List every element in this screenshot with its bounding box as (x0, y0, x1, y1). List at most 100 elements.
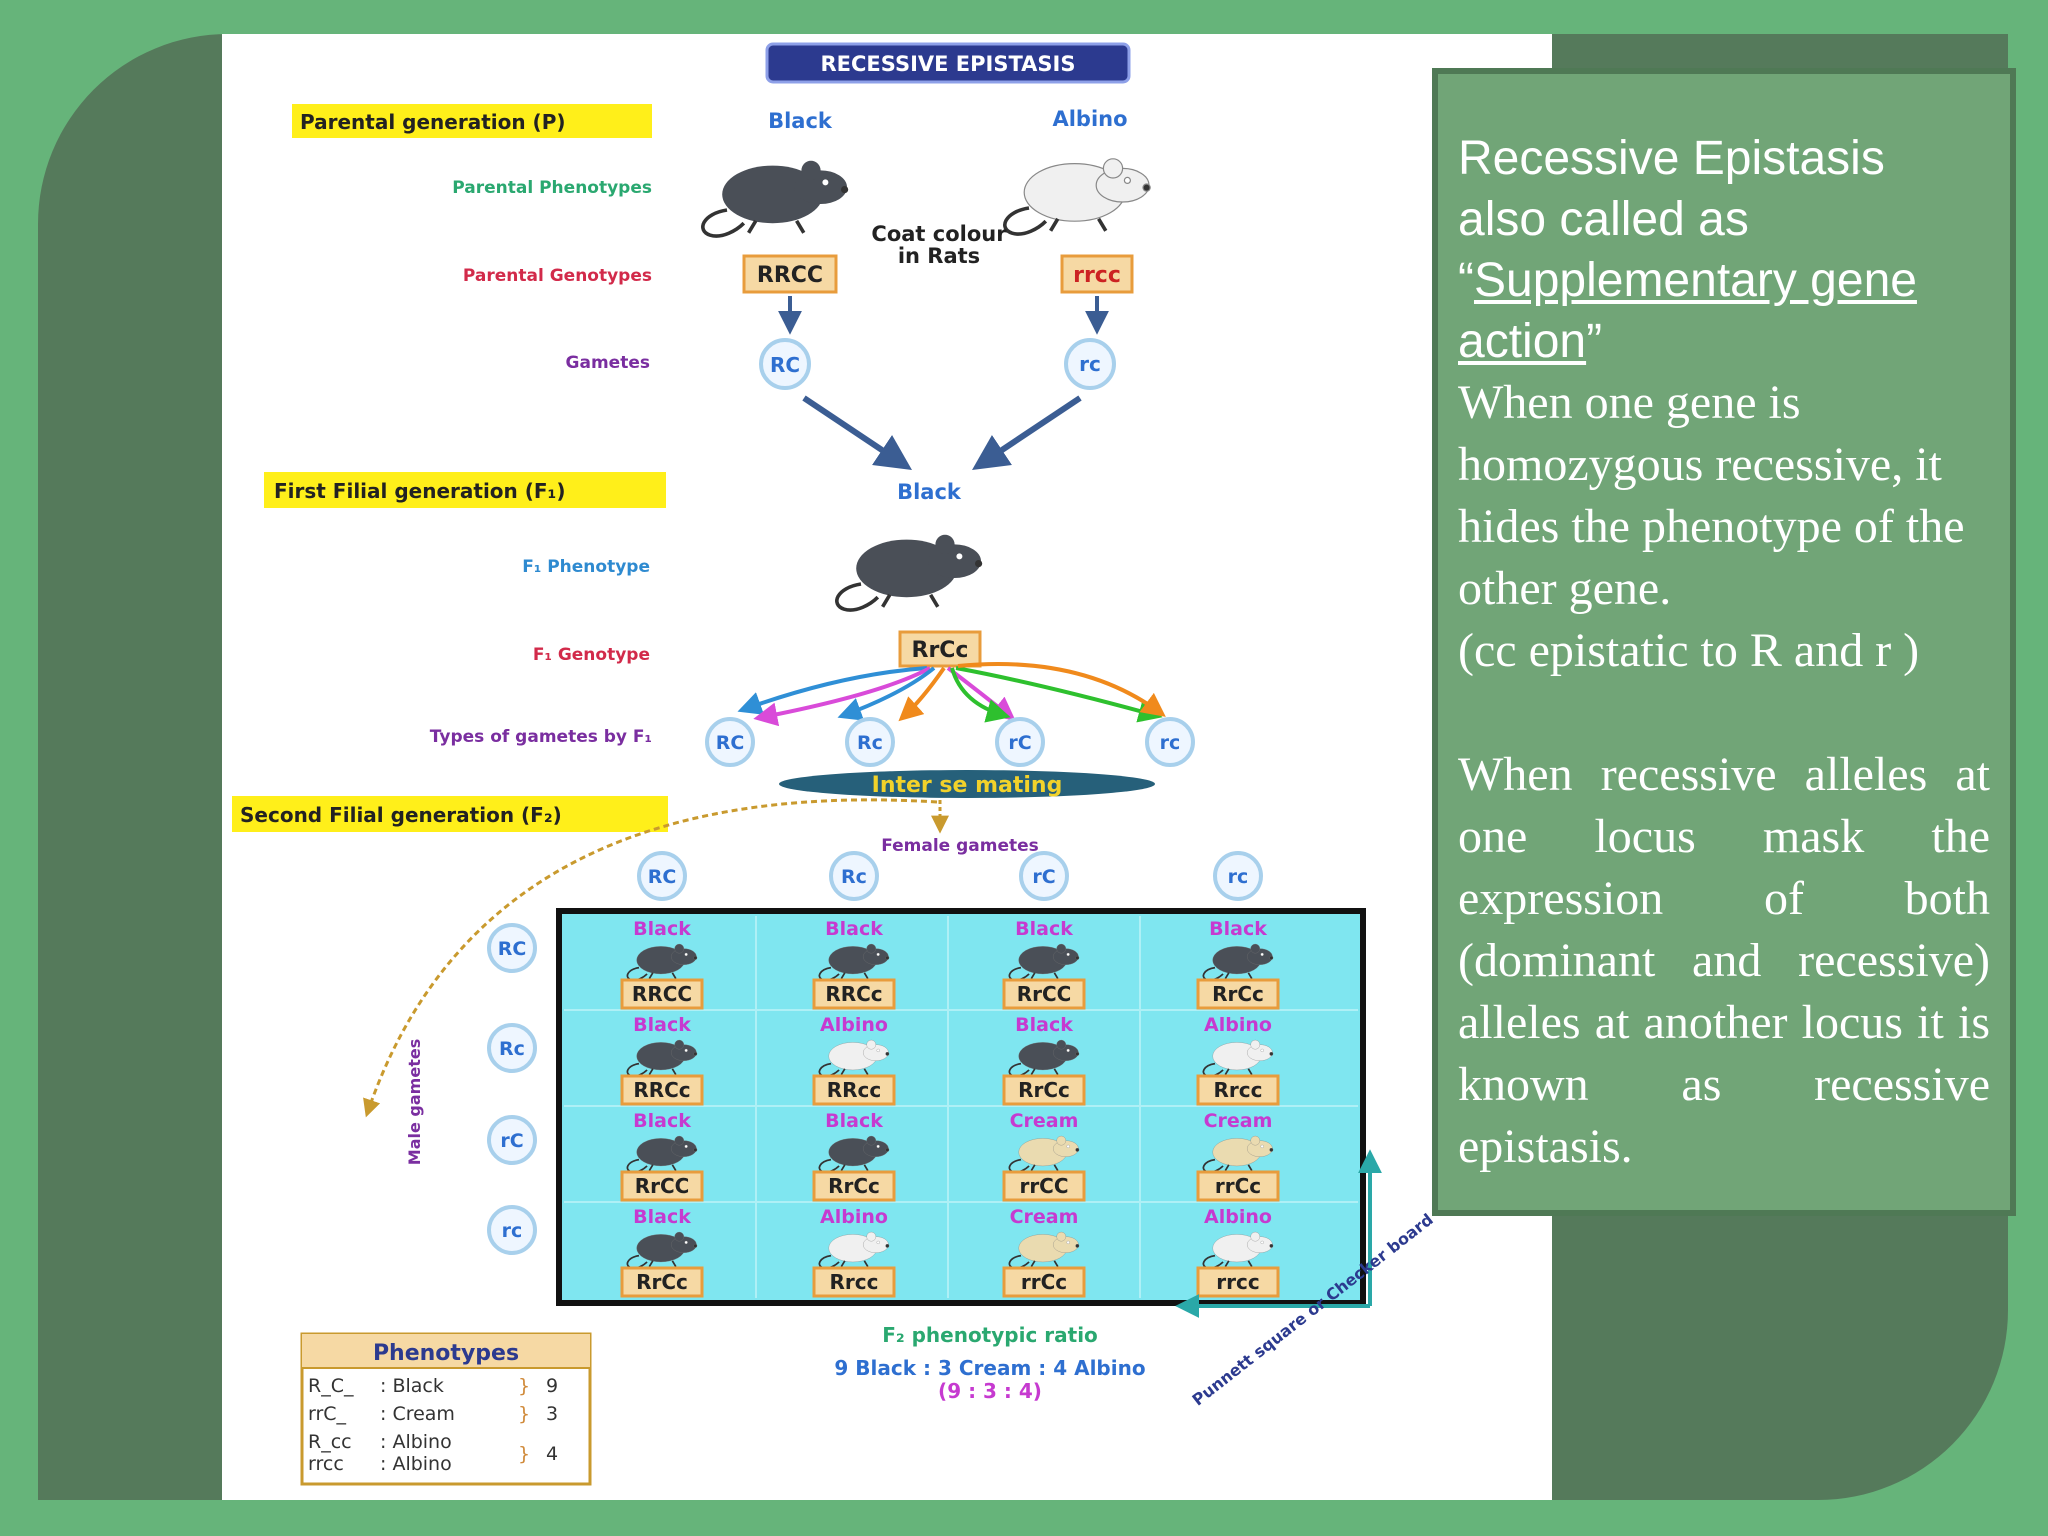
cell-phenotype: Albino (820, 1014, 888, 1036)
female-gamete-3-text: rc (1228, 866, 1249, 888)
open-quote: “ (1458, 254, 1474, 307)
female-gamete-row: RC Rc rC rc (637, 851, 1263, 901)
inter-se-mating-label: Inter se mating (872, 773, 1063, 798)
cell-phenotype: Black (825, 1110, 883, 1132)
male-gamete-2-text: rC (500, 1130, 523, 1152)
female-gamete-2: rC (1019, 851, 1069, 901)
heading-line-1: Recessive Epistasis (1458, 132, 1885, 185)
female-gamete-0-text: RC (648, 866, 677, 888)
cell-genotype: RRCC (632, 982, 692, 1006)
cell-phenotype: Cream (1010, 1206, 1079, 1228)
row-phenotype: : Albino (380, 1453, 452, 1475)
f1-gamete-row: RC Rc rC rc (705, 717, 1195, 767)
f1-gamete-0: RC (705, 717, 755, 767)
parent-albino-label: Albino (1052, 107, 1127, 131)
heading-line-2: also called as (1458, 193, 1749, 246)
text-box-heading: Recessive Epistasis also called as “Supp… (1458, 128, 1990, 372)
cell-phenotype: Albino (820, 1206, 888, 1228)
phenotype-table-row: R_C_: Black}9 (308, 1375, 558, 1397)
f1-phenotype-label: F₁ Phenotype (522, 557, 650, 577)
generation-f1-text: First Filial generation (F₁) (274, 479, 565, 503)
generation-f2-label: Second Filial generation (F₂) (232, 796, 668, 832)
male-gamete-column: RC Rc rC rc (487, 923, 537, 1255)
close-quote: ” (1586, 315, 1603, 368)
f1-gamete-1: Rc (845, 717, 895, 767)
cell-genotype: RrCC (635, 1174, 690, 1198)
row-phenotype: : Cream (380, 1403, 455, 1425)
cell-genotype: RrCc (1212, 982, 1264, 1006)
cell-phenotype: Cream (1010, 1110, 1079, 1132)
cell-genotype: RrCC (1017, 982, 1072, 1006)
generation-f1-label: First Filial generation (F₁) (264, 472, 666, 508)
svg-text:RRCC: RRCC (757, 263, 823, 288)
cell-phenotype: Black (825, 918, 883, 940)
female-gamete-1-text: Rc (841, 866, 867, 888)
row-genotype: R_C_ (308, 1375, 354, 1397)
svg-text:rc: rc (1079, 352, 1101, 376)
male-gamete-3-text: rc (502, 1220, 523, 1242)
epistatic-note: (cc epistatic to R and r ) (1458, 624, 1920, 677)
cell-genotype: rrCc (1215, 1174, 1261, 1198)
cell-phenotype: Black (633, 1014, 691, 1036)
phenotype-table-row: rrcc : Albino (308, 1453, 452, 1475)
row-genotype: R_cc (308, 1431, 352, 1453)
f1-genotype-value: RrCc (898, 630, 982, 668)
cell-phenotype: Black (1209, 918, 1267, 940)
cell-genotype: RrCc (636, 1270, 688, 1294)
cell-phenotype: Black (633, 1110, 691, 1132)
supplementary-gene-action-link[interactable]: Supplementary gene action (1458, 254, 1917, 368)
male-gametes-label: Male gametes (405, 1039, 424, 1165)
male-gamete-1: Rc (487, 1023, 537, 1073)
phenotype-table: Phenotypes R_C_: Black}9 rrC_: Cream}3R_c… (300, 1332, 592, 1486)
female-gamete-0: RC (637, 851, 687, 901)
parent-gamete-rc-upper: RC (759, 338, 811, 390)
brace-icon: } (518, 1403, 530, 1425)
f1-black-rat-icon (834, 532, 985, 612)
ratio-numeric: (9 : 3 : 4) (938, 1379, 1042, 1403)
row-count: 9 (546, 1375, 558, 1397)
parental-genotypes-label: Parental Genotypes (463, 266, 652, 286)
cell-genotype: Rrcc (830, 1270, 879, 1294)
f1-phenotype-value: Black (897, 480, 962, 504)
svg-text:RC: RC (770, 353, 800, 377)
generation-f2-text: Second Filial generation (F₂) (240, 803, 562, 827)
brace-icon: } (518, 1443, 530, 1465)
parent-black-label: Black (768, 109, 833, 133)
cell-genotype: Rrcc (1214, 1078, 1263, 1102)
phenotype-table-row: rrC_: Cream}3 (308, 1403, 558, 1425)
cell-genotype: rrCc (1021, 1270, 1067, 1294)
male-gamete-2: rC (487, 1115, 537, 1165)
f1-gamete-3-text: rc (1160, 732, 1181, 754)
cell-phenotype: Albino (1204, 1206, 1272, 1228)
cell-genotype: RrCc (828, 1174, 880, 1198)
punnett-cell: Cream rrCC (1002, 1110, 1086, 1202)
row-genotype: rrcc (308, 1453, 344, 1475)
row-phenotype: : Albino (380, 1431, 452, 1453)
title-text: RECESSIVE EPISTASIS (821, 52, 1076, 76)
ratio-line: 9 Black : 3 Cream : 4 Albino (834, 1356, 1145, 1380)
f1-gamete-2-text: rC (1008, 732, 1031, 754)
ratio-title: F₂ phenotypic ratio (882, 1323, 1098, 1347)
male-gamete-0: RC (487, 923, 537, 973)
epistasis-diagram: RECESSIVE EPISTASIS Parental generation … (222, 34, 1552, 1500)
female-gamete-2-text: rC (1032, 866, 1055, 888)
cell-genotype: rrCC (1019, 1174, 1068, 1198)
generation-p-label: Parental generation (P) (292, 104, 652, 138)
black-parent-genotype: RRCC (742, 254, 838, 294)
cell-phenotype: Black (633, 1206, 691, 1228)
punnett-cells: BlackRRCCBlackRRCcBlackRrCCBlackRrCcBlac… (564, 916, 1358, 1298)
phenotype-table-title: Phenotypes (373, 1341, 519, 1366)
f1-gamete-2: rC (995, 717, 1045, 767)
definition-text-box: Recessive Epistasis also called as “Supp… (1432, 68, 2016, 1216)
